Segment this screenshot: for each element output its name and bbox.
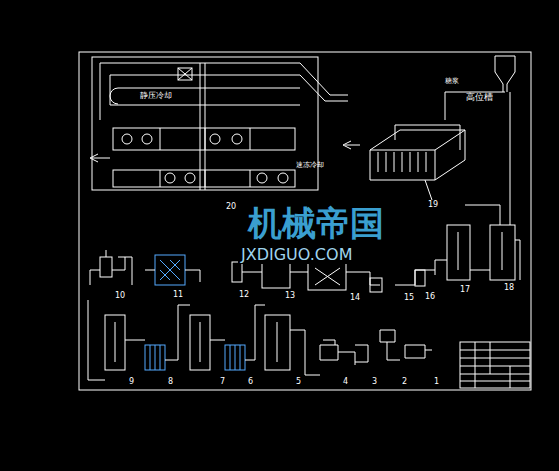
- callout-number: 16: [425, 293, 435, 301]
- watermark: 机械帝国: [245, 205, 387, 241]
- callout-number: 14: [350, 294, 360, 302]
- watermark: JXDIGUO.COM: [238, 246, 355, 264]
- callout-number: 12: [239, 291, 249, 299]
- inlet-arrow: [343, 141, 360, 149]
- callout-number: 11: [173, 291, 183, 299]
- callout-number: 20: [226, 203, 236, 211]
- region-label: 静压冷却: [140, 92, 172, 100]
- callout-number: 6: [248, 378, 253, 386]
- vessel: [308, 262, 346, 290]
- callout-number: 9: [129, 378, 134, 386]
- callout-number: 13: [285, 292, 295, 300]
- pump: [100, 257, 112, 277]
- vessel: [262, 262, 290, 288]
- machine-4: [320, 340, 338, 360]
- drawing-frame: [79, 52, 531, 390]
- heat-exchanger: [155, 255, 185, 285]
- callout-number: 15: [404, 294, 414, 302]
- region-label: 速冻冷却: [296, 162, 324, 169]
- callout-number: 1: [434, 378, 439, 386]
- leader-line: [425, 180, 432, 200]
- cooling-tunnel: [92, 57, 348, 190]
- stream-label: 糖浆: [445, 78, 459, 85]
- machine-1: [405, 345, 432, 358]
- pump: [232, 262, 242, 282]
- callout-number: 8: [168, 378, 173, 386]
- callout-number: 19: [428, 201, 438, 209]
- hopper: [495, 56, 515, 92]
- title-block: [460, 342, 530, 388]
- callout-number: 2: [402, 378, 407, 386]
- callout-number: 7: [220, 378, 225, 386]
- dipping-tank: [370, 125, 465, 180]
- outlet-arrow: [90, 154, 110, 162]
- pump: [415, 270, 425, 286]
- callout-number: 17: [460, 286, 470, 294]
- callout-number: 4: [343, 378, 348, 386]
- pump: [370, 278, 382, 292]
- callout-number: 10: [115, 292, 125, 300]
- feed-pipe: [445, 92, 505, 120]
- callout-number: 5: [296, 378, 301, 386]
- callout-number: 18: [504, 284, 514, 292]
- part-name: 高位槽: [466, 93, 493, 102]
- pipe: [465, 92, 510, 225]
- callout-number: 3: [372, 378, 377, 386]
- machine-2: [380, 330, 400, 360]
